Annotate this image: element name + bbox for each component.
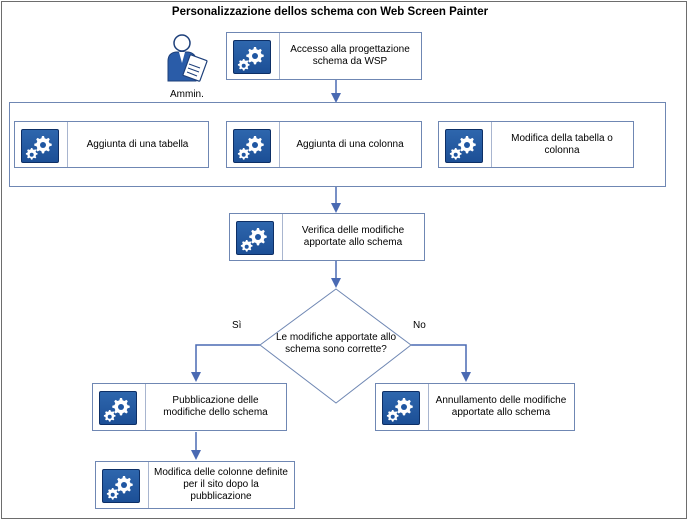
step-cancel: Annullamento delle modifiche apportate a… — [375, 383, 575, 431]
step-publish-label: Pubblicazione delle modifiche dello sche… — [163, 395, 268, 418]
gear-icon — [233, 129, 271, 163]
step-site-modify-label: Modifica delle colonne definite per il s… — [154, 467, 288, 502]
step-add-column: Aggiunta di una colonna — [226, 121, 422, 168]
arrow-yes-branch — [191, 344, 260, 382]
step-modify-label: Modifica della tabella o colonna — [511, 132, 613, 156]
step-access: Accesso alla progettazione schema da WSP — [226, 32, 422, 80]
decision-yes-label: Sì — [232, 320, 242, 331]
step-verify-label: Verifica delle modifiche apportate allo … — [301, 225, 405, 248]
gear-icon — [99, 391, 137, 425]
actor-label: Ammin. — [170, 89, 204, 100]
arrow-no-branch — [411, 344, 471, 382]
step-access-label: Accesso alla progettazione schema da WSP — [290, 44, 410, 67]
gear-icon — [445, 129, 483, 163]
step-add-column-label: Aggiunta di una colonna — [296, 138, 404, 150]
decision-diamond — [259, 288, 412, 404]
decision-question: Le modifiche apportate allo schema sono … — [275, 332, 397, 355]
step-add-table-label: Aggiunta di una tabella — [86, 138, 189, 150]
step-publish: Pubblicazione delle modifiche dello sche… — [92, 383, 287, 431]
admin-user-icon — [167, 34, 208, 82]
step-add-table: Aggiunta di una tabella — [14, 121, 209, 168]
gear-icon — [233, 40, 271, 74]
gear-icon — [236, 221, 274, 255]
step-site-modify: Modifica delle colonne definite per il s… — [95, 461, 295, 509]
step-verify: Verifica delle modifiche apportate allo … — [229, 213, 425, 261]
step-cancel-label: Annullamento delle modifiche apportate a… — [435, 395, 567, 418]
gear-icon — [21, 129, 59, 163]
gear-icon — [382, 391, 420, 425]
diagram-title: Personalizzazione dellos schema con Web … — [171, 6, 489, 18]
decision-no-label: No — [413, 320, 426, 331]
step-modify: Modifica della tabella o colonna — [438, 121, 634, 168]
gear-icon — [102, 469, 140, 503]
